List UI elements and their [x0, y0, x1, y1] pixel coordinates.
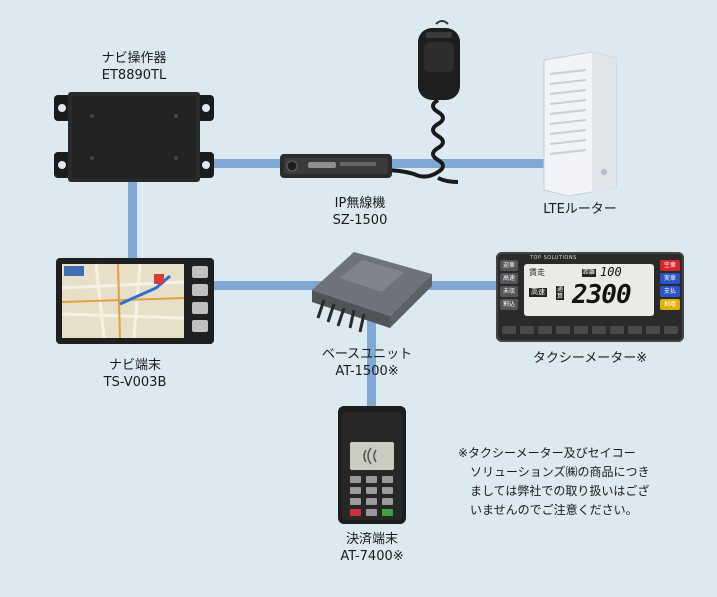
base-unit-name: ベースユニット: [321, 347, 413, 362]
base-unit-model: AT-1500※: [335, 364, 399, 379]
meter-button-left[interactable]: 高速: [500, 273, 518, 284]
base-unit-device: [304, 244, 440, 334]
nav-terminal-name: ナビ端末: [108, 358, 161, 373]
meter-label-chinso: 賃走: [529, 268, 545, 277]
taxi-meter-brand: TOP SOLUTIONS: [530, 255, 577, 261]
link-base-payment: [367, 320, 376, 410]
nav-controller-icon: [54, 92, 214, 182]
meter-button-right[interactable]: 割増: [660, 299, 680, 310]
lte-router-device: [540, 48, 620, 197]
ip-radio-icon: [280, 20, 460, 184]
meter-reading-top: 100: [600, 265, 622, 279]
ip-radio-name: IP無線機: [334, 196, 386, 211]
payment-terminal-device: [338, 406, 406, 524]
base-unit-icon: [312, 252, 432, 333]
nav-controller-label: ナビ操作器 ET8890TL: [64, 50, 204, 84]
taxi-meter-label: タクシーメーター※: [515, 350, 665, 367]
meter-label-tsusan: 通算: [556, 286, 564, 300]
nav-terminal-device: [56, 258, 214, 344]
meter-bottom-keys: [502, 326, 678, 334]
ip-radio-model: SZ-1500: [332, 213, 388, 228]
disclaimer-note: ※タクシーメーター及びセイコー ソリューションズ㈱の商品につき ましては弊社での…: [458, 444, 708, 520]
payment-terminal-icon: [338, 406, 406, 524]
note-line: いませんのでご注意ください。: [470, 503, 638, 517]
payment-terminal-label: 決済端末 AT-7400※: [312, 531, 432, 565]
nav-controller-model: ET8890TL: [101, 68, 167, 83]
meter-left-buttons: 迎車 高速 未収 割込: [500, 260, 518, 312]
note-line: ソリューションズ㈱の商品につき: [470, 465, 650, 479]
lte-router-name: LTEルーター: [543, 202, 617, 217]
lte-router-label: LTEルーター: [520, 201, 640, 218]
meter-right-buttons: 空車 実車 支払 割増: [660, 260, 680, 312]
taxi-meter-name: タクシーメーター※: [532, 351, 648, 366]
lte-router-icon: [543, 51, 617, 197]
nav-terminal-label: ナビ端末 TS-V003B: [65, 357, 205, 391]
nav-terminal-model: TS-V003B: [103, 375, 167, 390]
meter-display: 賃走 距離 100 高速 通算 2300: [524, 264, 654, 316]
meter-reading-main: 2300: [572, 280, 632, 310]
link-controller-terminal: [128, 175, 137, 270]
meter-button-right[interactable]: 空車: [660, 260, 680, 271]
nav-terminal-icon: [56, 258, 214, 344]
payment-terminal-model: AT-7400※: [340, 549, 404, 564]
link-controller-router: [205, 159, 583, 168]
note-line: ましては弊社での取り扱いはござ: [470, 484, 650, 498]
ip-radio-device: [278, 18, 498, 198]
meter-button-right[interactable]: 支払: [660, 286, 680, 297]
nav-controller-name: ナビ操作器: [101, 51, 167, 66]
meter-button-left[interactable]: 割込: [500, 299, 518, 310]
taxi-meter-device: TOP SOLUTIONS 迎車 高速 未収 割込 賃走 距離 100 高速 通…: [496, 252, 684, 342]
nav-controller-device: [54, 92, 214, 182]
meter-button-right[interactable]: 実車: [660, 273, 680, 284]
meter-label-kosoku: 高速: [529, 288, 547, 297]
meter-button-left[interactable]: 未収: [500, 286, 518, 297]
ip-radio-label: IP無線機 SZ-1500: [300, 195, 420, 229]
note-line: ※タクシーメーター及びセイコー: [458, 446, 636, 460]
meter-label-kyori: 距離: [582, 269, 597, 277]
base-unit-label: ベースユニット AT-1500※: [302, 346, 432, 380]
meter-button-left[interactable]: 迎車: [500, 260, 518, 271]
payment-terminal-name: 決済端末: [345, 532, 398, 547]
